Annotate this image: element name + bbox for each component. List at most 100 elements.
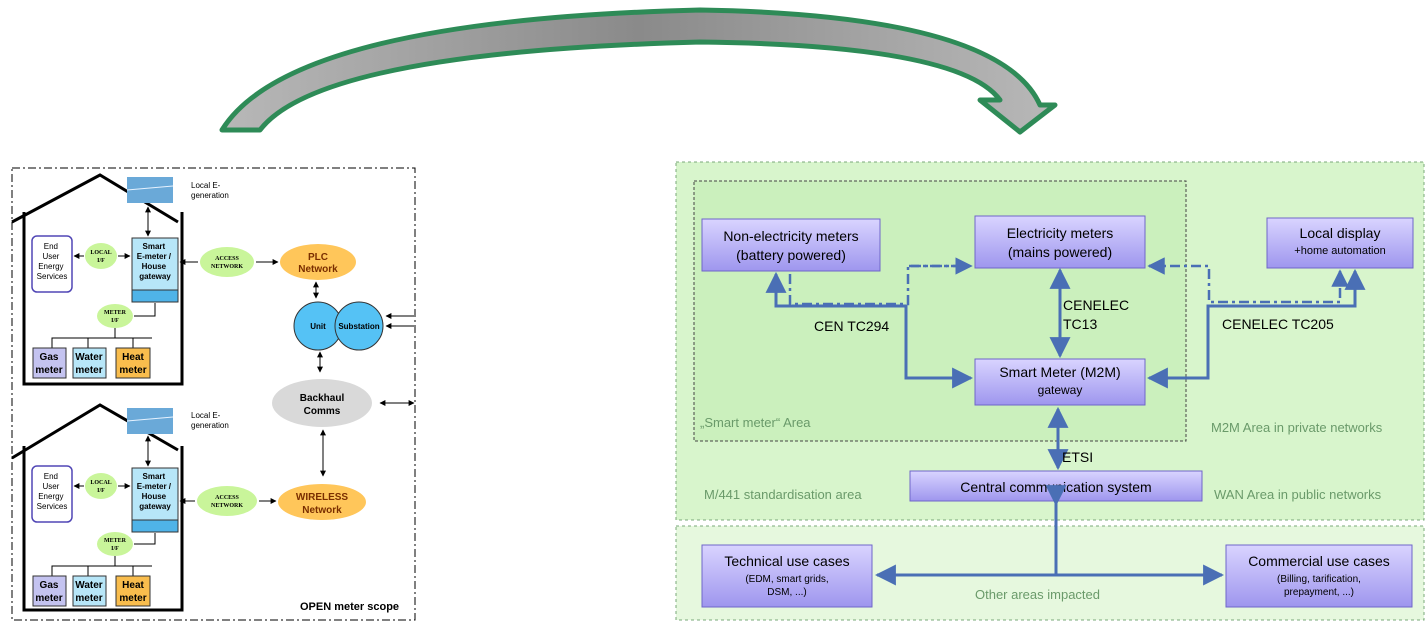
local-egen-line2: generation <box>191 421 229 430</box>
end-user-l1: End <box>44 242 58 251</box>
cenelec-tc13-l2: TC13 <box>1063 316 1097 332</box>
smart-l1: Smart <box>143 242 166 251</box>
local-if-cloud <box>85 473 117 499</box>
technical-use-cases-box <box>701 544 873 608</box>
heat-meter <box>115 575 151 607</box>
access2-l2: NETWORK <box>211 503 243 509</box>
local-if-l2: I/F <box>97 488 105 494</box>
svg-text:Local E-generation: Local E-generation <box>191 181 229 200</box>
gas-l1: Gas <box>40 352 59 363</box>
meter-if-l1: METER <box>104 538 127 544</box>
substation-node <box>334 301 384 351</box>
smart-meter-gateway-box <box>974 358 1146 406</box>
gas-meter <box>32 347 67 379</box>
water-l1: Water <box>75 352 103 363</box>
svg-text:Smart E-meter /: Smart E-meter / House gateway <box>137 242 173 281</box>
plc-network-cloud <box>280 244 356 280</box>
standardisation-panel: Non-electricity meters(battery powered) … <box>675 161 1425 621</box>
access1-l1: ACCESS <box>215 256 239 262</box>
connectors <box>765 267 1366 586</box>
water-meter <box>72 575 107 607</box>
commercial-l3: prepayment, ...) <box>1284 587 1354 598</box>
local-egen-line2: generation <box>191 191 229 200</box>
heat-l2: meter <box>119 365 146 376</box>
non-elec-l1: Non-electricity meters <box>723 228 858 244</box>
backhaul-l1: Backhaul <box>300 393 345 404</box>
heat-l1: Heat <box>122 580 144 591</box>
smart-l1: Smart <box>143 472 166 481</box>
end-user-l2: User <box>42 252 59 261</box>
plc-l2: Network <box>298 264 338 275</box>
meter-if-l1: METER <box>104 310 127 316</box>
smart-meter-area-label: „Smart meter“ Area <box>700 415 811 430</box>
technical-l1: Technical use cases <box>724 553 849 569</box>
end-user-l4: Services <box>37 272 68 281</box>
gas-meter <box>32 575 67 607</box>
backhaul-l2: Comms <box>304 406 341 417</box>
commercial-use-cases-box <box>1225 544 1413 608</box>
non-electricity-meters-box <box>701 218 881 272</box>
local-egen-line1: Local E- <box>191 411 221 420</box>
svg-text:Technical use cases(EDM, smart: Technical use cases(EDM, smart grids,DSM… <box>724 553 849 598</box>
electricity-meters-box <box>974 215 1146 269</box>
cenelec-tc205-label: CENELEC TC205 <box>1222 316 1334 332</box>
smart-l2: E-meter / <box>137 482 172 491</box>
other-areas-label: Other areas impacted <box>975 587 1100 602</box>
commercial-l2: (Billing, tarification, <box>1277 574 1361 585</box>
access1-l2: NETWORK <box>211 264 243 270</box>
end-user-l4: Services <box>37 502 68 511</box>
svg-text:Non-electricity meters(battery: Non-electricity meters (battery powered) <box>723 228 858 263</box>
meter-if-l2: I/F <box>111 546 119 552</box>
water-meter <box>72 347 107 379</box>
access-network-cloud-2 <box>197 486 257 516</box>
smart-l4: gateway <box>139 502 171 511</box>
water-l2: meter <box>75 593 102 604</box>
scope-label: OPEN meter scope <box>300 601 399 613</box>
m2m-area-label: M2M Area in private networks <box>1211 420 1383 435</box>
local-display-box <box>1266 217 1414 269</box>
wan-area-label: WAN Area in public networks <box>1214 487 1382 502</box>
elec-l2: (mains powered) <box>1008 244 1112 260</box>
commercial-l1: Commercial use cases <box>1248 553 1390 569</box>
backhaul-cloud <box>272 379 372 427</box>
end-user-box <box>31 235 73 293</box>
substation-label: Substation <box>338 322 379 331</box>
svg-text:End User Energ: End User Energy Services <box>37 242 68 281</box>
local-display-l2: +home automation <box>1294 245 1385 257</box>
wireless-l2: Network <box>302 505 342 516</box>
access2-l1: ACCESS <box>215 495 239 501</box>
svg-text:Smart Meter (M2M)gateway: Smart Meter (M2M)gateway <box>999 364 1120 397</box>
heat-l1: Heat <box>122 352 144 363</box>
local-if-l1: LOCAL <box>90 250 111 256</box>
end-user-l3: Energy <box>38 492 63 501</box>
heat-l2: meter <box>119 593 146 604</box>
house-1: Local E-generation End User Energy Servi… <box>11 173 229 386</box>
non-elec-l2: (battery powered) <box>736 247 846 263</box>
svg-text:Local E-generation: Local E-generation <box>191 411 229 430</box>
technical-l2: (EDM, smart grids, <box>745 574 828 585</box>
end-user-l2: User <box>42 482 59 491</box>
gas-l2: meter <box>35 593 62 604</box>
end-user-l1: End <box>44 472 58 481</box>
elec-l1: Electricity meters <box>1007 225 1114 241</box>
solar-panel-icon <box>127 408 173 434</box>
water-l1: Water <box>75 580 103 591</box>
solar-panel-icon <box>127 177 173 203</box>
smart-m2m-l2: gateway <box>1038 383 1083 397</box>
cen-tc294-label: CEN TC294 <box>814 318 889 334</box>
local-if-l2: I/F <box>97 258 105 264</box>
local-display-l1: Local display <box>1300 225 1381 241</box>
end-user-l3: Energy <box>38 262 63 271</box>
